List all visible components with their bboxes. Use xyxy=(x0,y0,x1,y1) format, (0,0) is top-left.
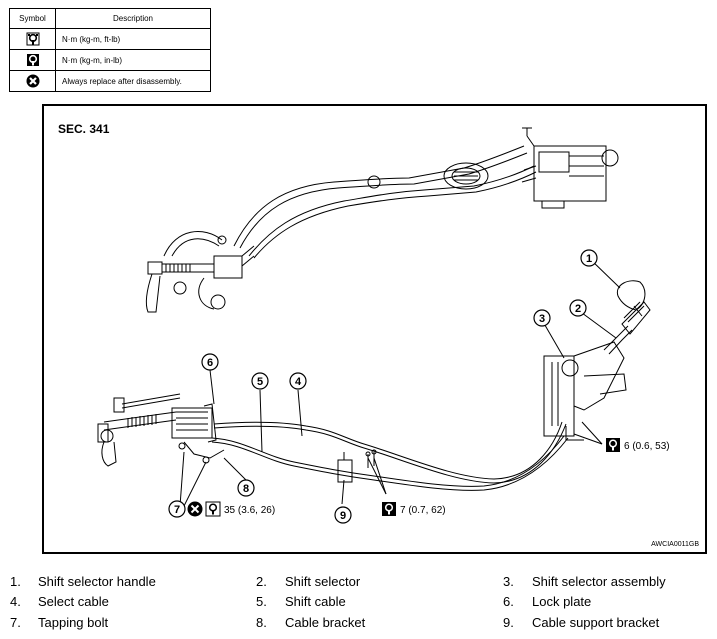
legend-header-description: Description xyxy=(55,8,211,29)
part-number: 9. xyxy=(503,615,514,630)
callout-5: 5 xyxy=(251,372,269,390)
part-number: 3. xyxy=(503,574,514,589)
torque-spec-3-label: 35 (3.6, 26) xyxy=(224,505,275,516)
legend-description: N·m (kg-m, ft-lb) xyxy=(55,28,211,50)
callout-2-label: 2 xyxy=(575,303,581,315)
callout-1-label: 1 xyxy=(586,253,592,265)
callout-6-label: 6 xyxy=(207,357,213,369)
callout-7: 7 xyxy=(168,500,186,518)
legend-description: N·m (kg-m, in-lb) xyxy=(55,49,211,71)
leader-lines xyxy=(179,257,621,507)
torque-spec-3: 35 (3.6, 26) xyxy=(187,501,275,517)
callout-1: 1 xyxy=(580,249,598,267)
callout-9-label: 9 xyxy=(340,510,346,522)
legend-row: N·m (kg-m, ft-lb) xyxy=(9,28,211,50)
part-number: 8. xyxy=(256,615,267,630)
part-name: Shift cable xyxy=(285,594,346,609)
callout-2: 2 xyxy=(569,299,587,317)
figure-code: AWCIA0011GB xyxy=(651,541,699,548)
legend-row: Always replace after disassembly. xyxy=(9,70,211,92)
shift-control-diagram: 1 2 3 4 5 6 7 xyxy=(97,127,670,524)
upper-cable-assembly-illustration xyxy=(145,127,619,313)
callout-7-label: 7 xyxy=(174,504,180,516)
part-name: Cable bracket xyxy=(285,615,366,630)
torque-wrench-inlb-icon xyxy=(26,54,39,66)
part-name: Tapping bolt xyxy=(38,615,109,630)
always-replace-icon xyxy=(26,74,39,88)
legend-table: Symbol Description N·m (kg-m, ft-lb) N·m… xyxy=(9,8,211,92)
legend-header-symbol: Symbol xyxy=(9,8,56,29)
section-label: SEC. 341 xyxy=(58,122,110,136)
part-name: Lock plate xyxy=(532,594,592,609)
part-name: Select cable xyxy=(38,594,109,609)
torque-spec-2: 7 (0.7, 62) xyxy=(382,502,446,516)
part-number: 4. xyxy=(10,594,21,609)
callout-8: 8 xyxy=(237,479,255,497)
torque-wrench-inlb-icon xyxy=(382,502,396,516)
callout-4: 4 xyxy=(289,372,307,390)
part-name: Shift selector xyxy=(285,574,361,589)
torque-wrench-icon xyxy=(205,501,221,517)
part-number: 1. xyxy=(10,574,21,589)
callout-9: 9 xyxy=(334,506,352,524)
callout-3: 3 xyxy=(533,309,551,327)
torque-spec-1-label: 6 (0.6, 53) xyxy=(624,441,670,452)
torque-spec-1: 6 (0.6, 53) xyxy=(606,438,670,452)
torque-wrench-inlb-icon xyxy=(606,438,620,452)
callout-6: 6 xyxy=(201,353,219,371)
diagram-frame: SEC. 341 xyxy=(42,104,707,554)
callout-3-label: 3 xyxy=(539,313,545,325)
part-number: 2. xyxy=(256,574,267,589)
callout-4-label: 4 xyxy=(295,376,302,388)
legend-row: N·m (kg-m, in-lb) xyxy=(9,49,211,71)
legend-header-row: Symbol Description xyxy=(9,8,211,29)
part-number: 5. xyxy=(256,594,267,609)
part-name: Shift selector assembly xyxy=(532,574,666,589)
callout-5-label: 5 xyxy=(257,376,263,388)
part-name: Shift selector handle xyxy=(38,574,156,589)
torque-wrench-icon xyxy=(26,32,39,46)
part-name: Cable support bracket xyxy=(532,615,660,630)
callout-8-label: 8 xyxy=(243,483,249,495)
torque-spec-2-label: 7 (0.7, 62) xyxy=(400,505,446,516)
legend-description: Always replace after disassembly. xyxy=(55,70,211,92)
part-number: 7. xyxy=(10,615,21,630)
part-number: 6. xyxy=(503,594,514,609)
always-replace-icon xyxy=(187,501,203,517)
